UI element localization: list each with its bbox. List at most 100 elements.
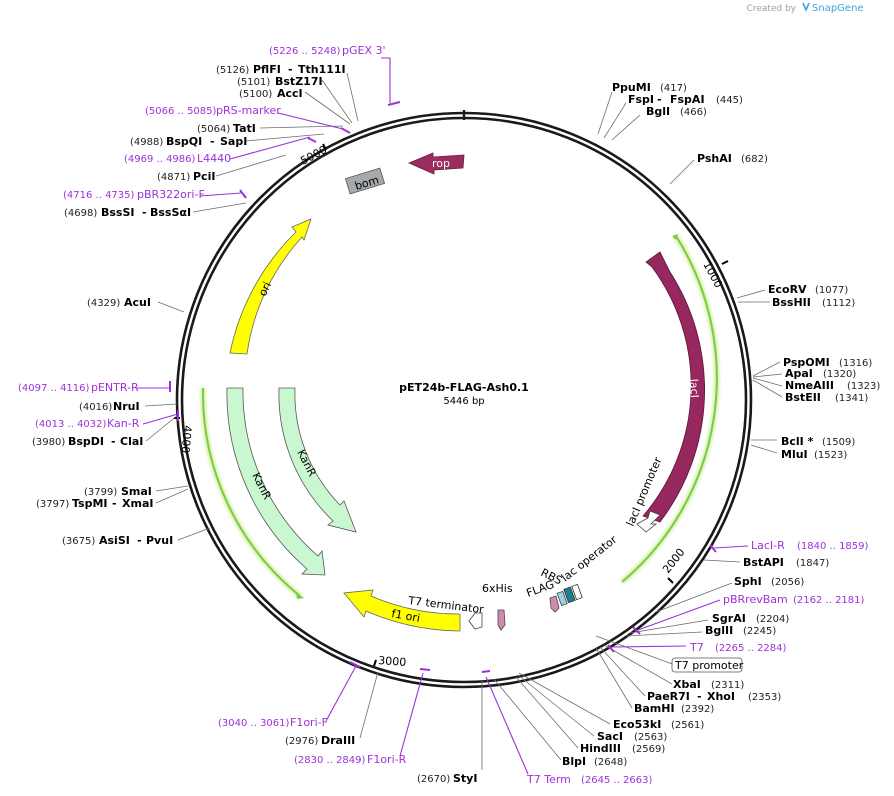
rop-label: rop: [432, 157, 450, 170]
site-pflfi[interactable]: (5126) PflFI - Tth111I: [216, 63, 346, 76]
lacI-label: lacI: [687, 378, 701, 398]
svg-text:(2353): (2353): [748, 692, 781, 703]
site-tati[interactable]: (5064) TatI: [197, 122, 256, 135]
svg-text:(2204): (2204): [756, 614, 789, 625]
site-bgli[interactable]: BglI (466): [646, 105, 707, 118]
tick-4000: 4000: [179, 425, 194, 454]
svg-text:FspI: FspI: [628, 93, 654, 106]
bom-feature[interactable]: bom: [344, 167, 386, 195]
primer-t7[interactable]: T7 (2265 .. 2284): [689, 641, 787, 654]
svg-text:(1847): (1847): [796, 558, 829, 569]
site-bsssi[interactable]: (4698) BssSI - BssSαI: [64, 206, 191, 219]
site-bstz17i[interactable]: (5101) BstZ17I: [237, 75, 323, 88]
primer-prs-marker[interactable]: (5066 .. 5085) pRS-marker: [145, 104, 281, 117]
svg-text:pENTR-R: pENTR-R: [91, 381, 139, 394]
svg-text:(4013 .. 4032): (4013 .. 4032): [35, 419, 107, 430]
primer-l4440[interactable]: (4969 .. 4986) L4440: [124, 152, 231, 165]
site-apai[interactable]: ApaI (1320): [785, 367, 856, 380]
svg-text:TatI: TatI: [233, 122, 256, 135]
site-acci[interactable]: (5100) AccI: [239, 87, 303, 100]
svg-text:(1112): (1112): [822, 298, 855, 309]
primer-f1ori-f[interactable]: (3040 .. 3061) F1ori-F: [218, 716, 328, 729]
site-styi[interactable]: (2670) StyI: [417, 772, 477, 785]
svg-text:(2830 .. 2849): (2830 .. 2849): [294, 755, 366, 766]
svg-text:(1320): (1320): [823, 369, 856, 380]
primer-f1ori-r[interactable]: (2830 .. 2849) F1ori-R: [294, 753, 407, 766]
site-bcli[interactable]: BclI * (1509): [781, 435, 855, 448]
site-saci[interactable]: SacI (2563): [597, 730, 667, 743]
f1ori-feature[interactable]: f1 ori: [343, 589, 461, 632]
svg-text:(417): (417): [660, 83, 687, 94]
6xhis-feature[interactable]: 6xHis: [482, 582, 513, 631]
credit-text: Created by: [746, 4, 796, 14]
site-fspi[interactable]: FspI - FspAI (445): [628, 93, 743, 106]
site-nrui[interactable]: (4016) NruI: [79, 400, 140, 413]
svg-text:(2561): (2561): [671, 720, 704, 731]
svg-text:(5066 .. 5085): (5066 .. 5085): [145, 106, 217, 117]
svg-text:F1ori-F: F1ori-F: [290, 716, 328, 729]
svg-text:AsiSI: AsiSI: [99, 534, 130, 547]
site-nmeaiii[interactable]: NmeAIII (1323): [785, 379, 880, 392]
primer-pentr-r[interactable]: (4097 .. 4116) pENTR-R: [18, 381, 139, 394]
site-ppumi[interactable]: PpuMI (417): [612, 81, 687, 94]
site-ecorv[interactable]: EcoRV (1077): [768, 283, 848, 296]
site-bspdi[interactable]: (3980) BspDI - ClaI: [32, 435, 143, 448]
kanr-inner-feature[interactable]: KanR: [278, 387, 357, 533]
site-pcii[interactable]: (4871) PciI: [157, 170, 215, 183]
svg-text:(466): (466): [680, 107, 707, 118]
site-asisi[interactable]: (3675) AsiSI - PvuI: [62, 534, 173, 547]
primer-kan-r[interactable]: (4013 .. 4032) Kan-R: [35, 417, 140, 430]
plasmid-length: 5446 bp: [443, 396, 484, 407]
site-bsteii[interactable]: BstEII (1341): [785, 391, 868, 404]
svg-text:(4698): (4698): [64, 208, 97, 219]
site-bsshii[interactable]: BssHII (1112): [772, 296, 855, 309]
svg-text:(3040 .. 3061): (3040 .. 3061): [218, 718, 290, 729]
ori-feature[interactable]: ori: [229, 218, 312, 355]
svg-text:(1341): (1341): [835, 393, 868, 404]
site-hindiii[interactable]: HindIII (2569): [580, 742, 665, 755]
svg-text:(682): (682): [741, 154, 768, 165]
svg-text:(2645 .. 2663): (2645 .. 2663): [581, 775, 653, 786]
site-pspomi[interactable]: PspOMI (1316): [783, 356, 872, 369]
svg-text:XmaI: XmaI: [122, 497, 153, 510]
primer-pbr322ori-f[interactable]: (4716 .. 4735) pBR322ori-F: [63, 188, 205, 201]
svg-text:SacI: SacI: [597, 730, 623, 743]
tick-5000: 5000: [298, 143, 329, 168]
site-tspmi[interactable]: (3797) TspMI - XmaI: [36, 497, 153, 510]
site-mlui[interactable]: MluI (1523): [781, 448, 847, 461]
t7-promoter-label: T7 promoter: [674, 659, 744, 672]
site-bspqi[interactable]: (4988) BspQI - SapI: [130, 135, 247, 148]
site-bstapi[interactable]: BstAPI (1847): [743, 556, 829, 569]
site-bamhi[interactable]: BamHI (2392): [634, 702, 714, 715]
t7-promoter-callout[interactable]: T7 promoter: [595, 635, 744, 673]
svg-text:BglII: BglII: [705, 624, 733, 637]
svg-text:(4016): (4016): [79, 402, 112, 413]
primer-t7-term[interactable]: T7 Term (2645 .. 2663): [526, 773, 653, 786]
svg-text:BssHII: BssHII: [772, 296, 811, 309]
site-bglii[interactable]: BglII (2245): [705, 624, 776, 637]
svg-text:(3675): (3675): [62, 536, 95, 547]
site-eco53ki[interactable]: Eco53kI (2561): [613, 718, 704, 731]
svg-text:EcoRV: EcoRV: [768, 283, 807, 296]
rop-feature[interactable]: rop: [407, 152, 465, 175]
site-smai[interactable]: (3799) SmaI: [84, 485, 152, 498]
svg-text:PvuI: PvuI: [146, 534, 173, 547]
svg-text:(3799): (3799): [84, 487, 117, 498]
primer-pbrrevbam[interactable]: pBRrevBam (2162 .. 2181): [723, 593, 865, 606]
lac-operator-feature[interactable]: lac operator: [559, 533, 620, 604]
ori-label: ori: [256, 280, 274, 299]
primer-pgex3[interactable]: (5226 .. 5248) pGEX 3': [269, 44, 386, 57]
site-sphi[interactable]: SphI (2056): [734, 575, 804, 588]
svg-text:(2265 .. 2284): (2265 .. 2284): [715, 643, 787, 654]
6xhis-label: 6xHis: [482, 582, 513, 595]
site-paer7i[interactable]: PaeR7I - XhoI (2353): [647, 690, 781, 703]
primer-laci-r[interactable]: LacI-R (1840 .. 1859): [751, 539, 869, 552]
site-acui[interactable]: (4329) AcuI: [87, 296, 151, 309]
site-blpi[interactable]: BlpI (2648): [562, 755, 627, 768]
site-sgrai[interactable]: SgrAI (2204): [712, 612, 789, 625]
site-pshai[interactable]: PshAI (682): [697, 152, 768, 165]
site-xbai[interactable]: XbaI (2311): [673, 678, 744, 691]
lacI-feature[interactable]: lacI: [642, 251, 705, 523]
site-draiii[interactable]: (2976) DraIII: [285, 734, 355, 747]
svg-text:Kan-R: Kan-R: [107, 417, 140, 430]
